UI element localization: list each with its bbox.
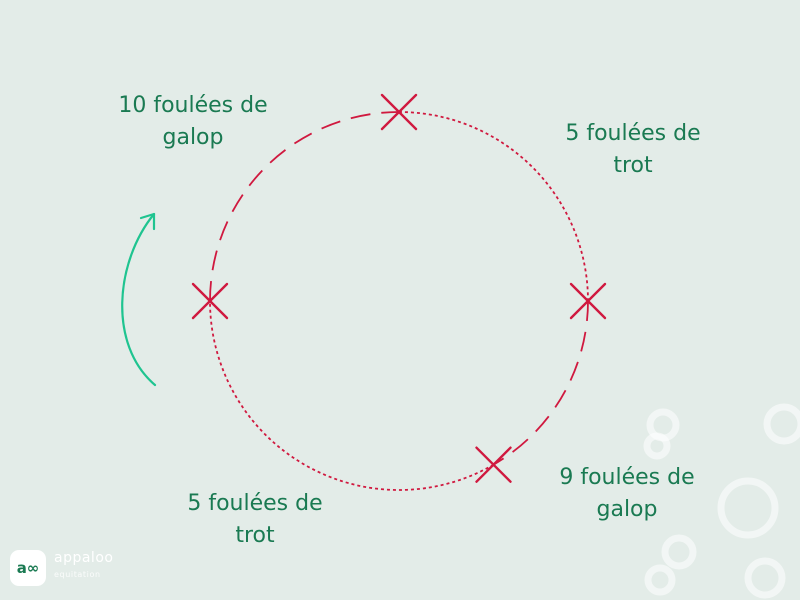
track-segment-trot bbox=[398, 111, 589, 302]
decor-ring bbox=[763, 403, 800, 445]
track-segment-galop bbox=[209, 111, 400, 302]
cross-marker bbox=[475, 446, 512, 483]
label-bottom-left-line2: trot bbox=[235, 523, 275, 548]
label-top-left-line2: galop bbox=[162, 125, 224, 150]
label-bottom-left-line1: 5 foulées de bbox=[187, 491, 323, 516]
decorative-rings bbox=[643, 403, 800, 599]
track-segment-trot bbox=[209, 300, 494, 491]
label-bottom-right: 9 foulées de galop bbox=[537, 462, 717, 526]
cross-stroke bbox=[475, 446, 512, 483]
cross-stroke bbox=[569, 282, 607, 320]
label-bottom-left: 5 foulées de trot bbox=[165, 488, 345, 552]
decor-ring bbox=[744, 557, 786, 599]
direction-arrow-icon bbox=[121, 212, 157, 387]
cross-stroke bbox=[380, 93, 418, 131]
label-bottom-right-line2: galop bbox=[596, 497, 658, 522]
decor-ring bbox=[644, 564, 676, 596]
label-top-left: 10 foulées de galop bbox=[103, 90, 283, 154]
cross-marker bbox=[191, 282, 229, 320]
label-top-right: 5 foulées de trot bbox=[543, 118, 723, 182]
label-top-right-line1: 5 foulées de bbox=[565, 121, 701, 146]
decor-ring bbox=[661, 534, 697, 570]
cross-markers bbox=[191, 93, 607, 483]
label-top-right-line2: trot bbox=[613, 153, 653, 178]
cross-marker bbox=[380, 93, 418, 131]
label-bottom-right-line1: 9 foulées de bbox=[559, 465, 695, 490]
label-top-left-line1: 10 foulées de bbox=[118, 93, 268, 118]
logo-name: appaloo bbox=[54, 550, 114, 566]
appaloo-logo: a∞ appaloo equitation bbox=[10, 548, 140, 588]
logo-tagline: equitation bbox=[54, 570, 101, 579]
decor-ring bbox=[717, 477, 779, 539]
arrow-curve bbox=[121, 212, 157, 387]
arrow-head bbox=[139, 212, 156, 231]
cross-stroke bbox=[191, 282, 229, 320]
circle-track bbox=[209, 111, 589, 491]
logo-badge-icon: a∞ bbox=[10, 550, 46, 586]
cross-marker bbox=[569, 282, 607, 320]
decor-ring bbox=[643, 432, 671, 460]
track-segment-galop bbox=[493, 300, 589, 466]
